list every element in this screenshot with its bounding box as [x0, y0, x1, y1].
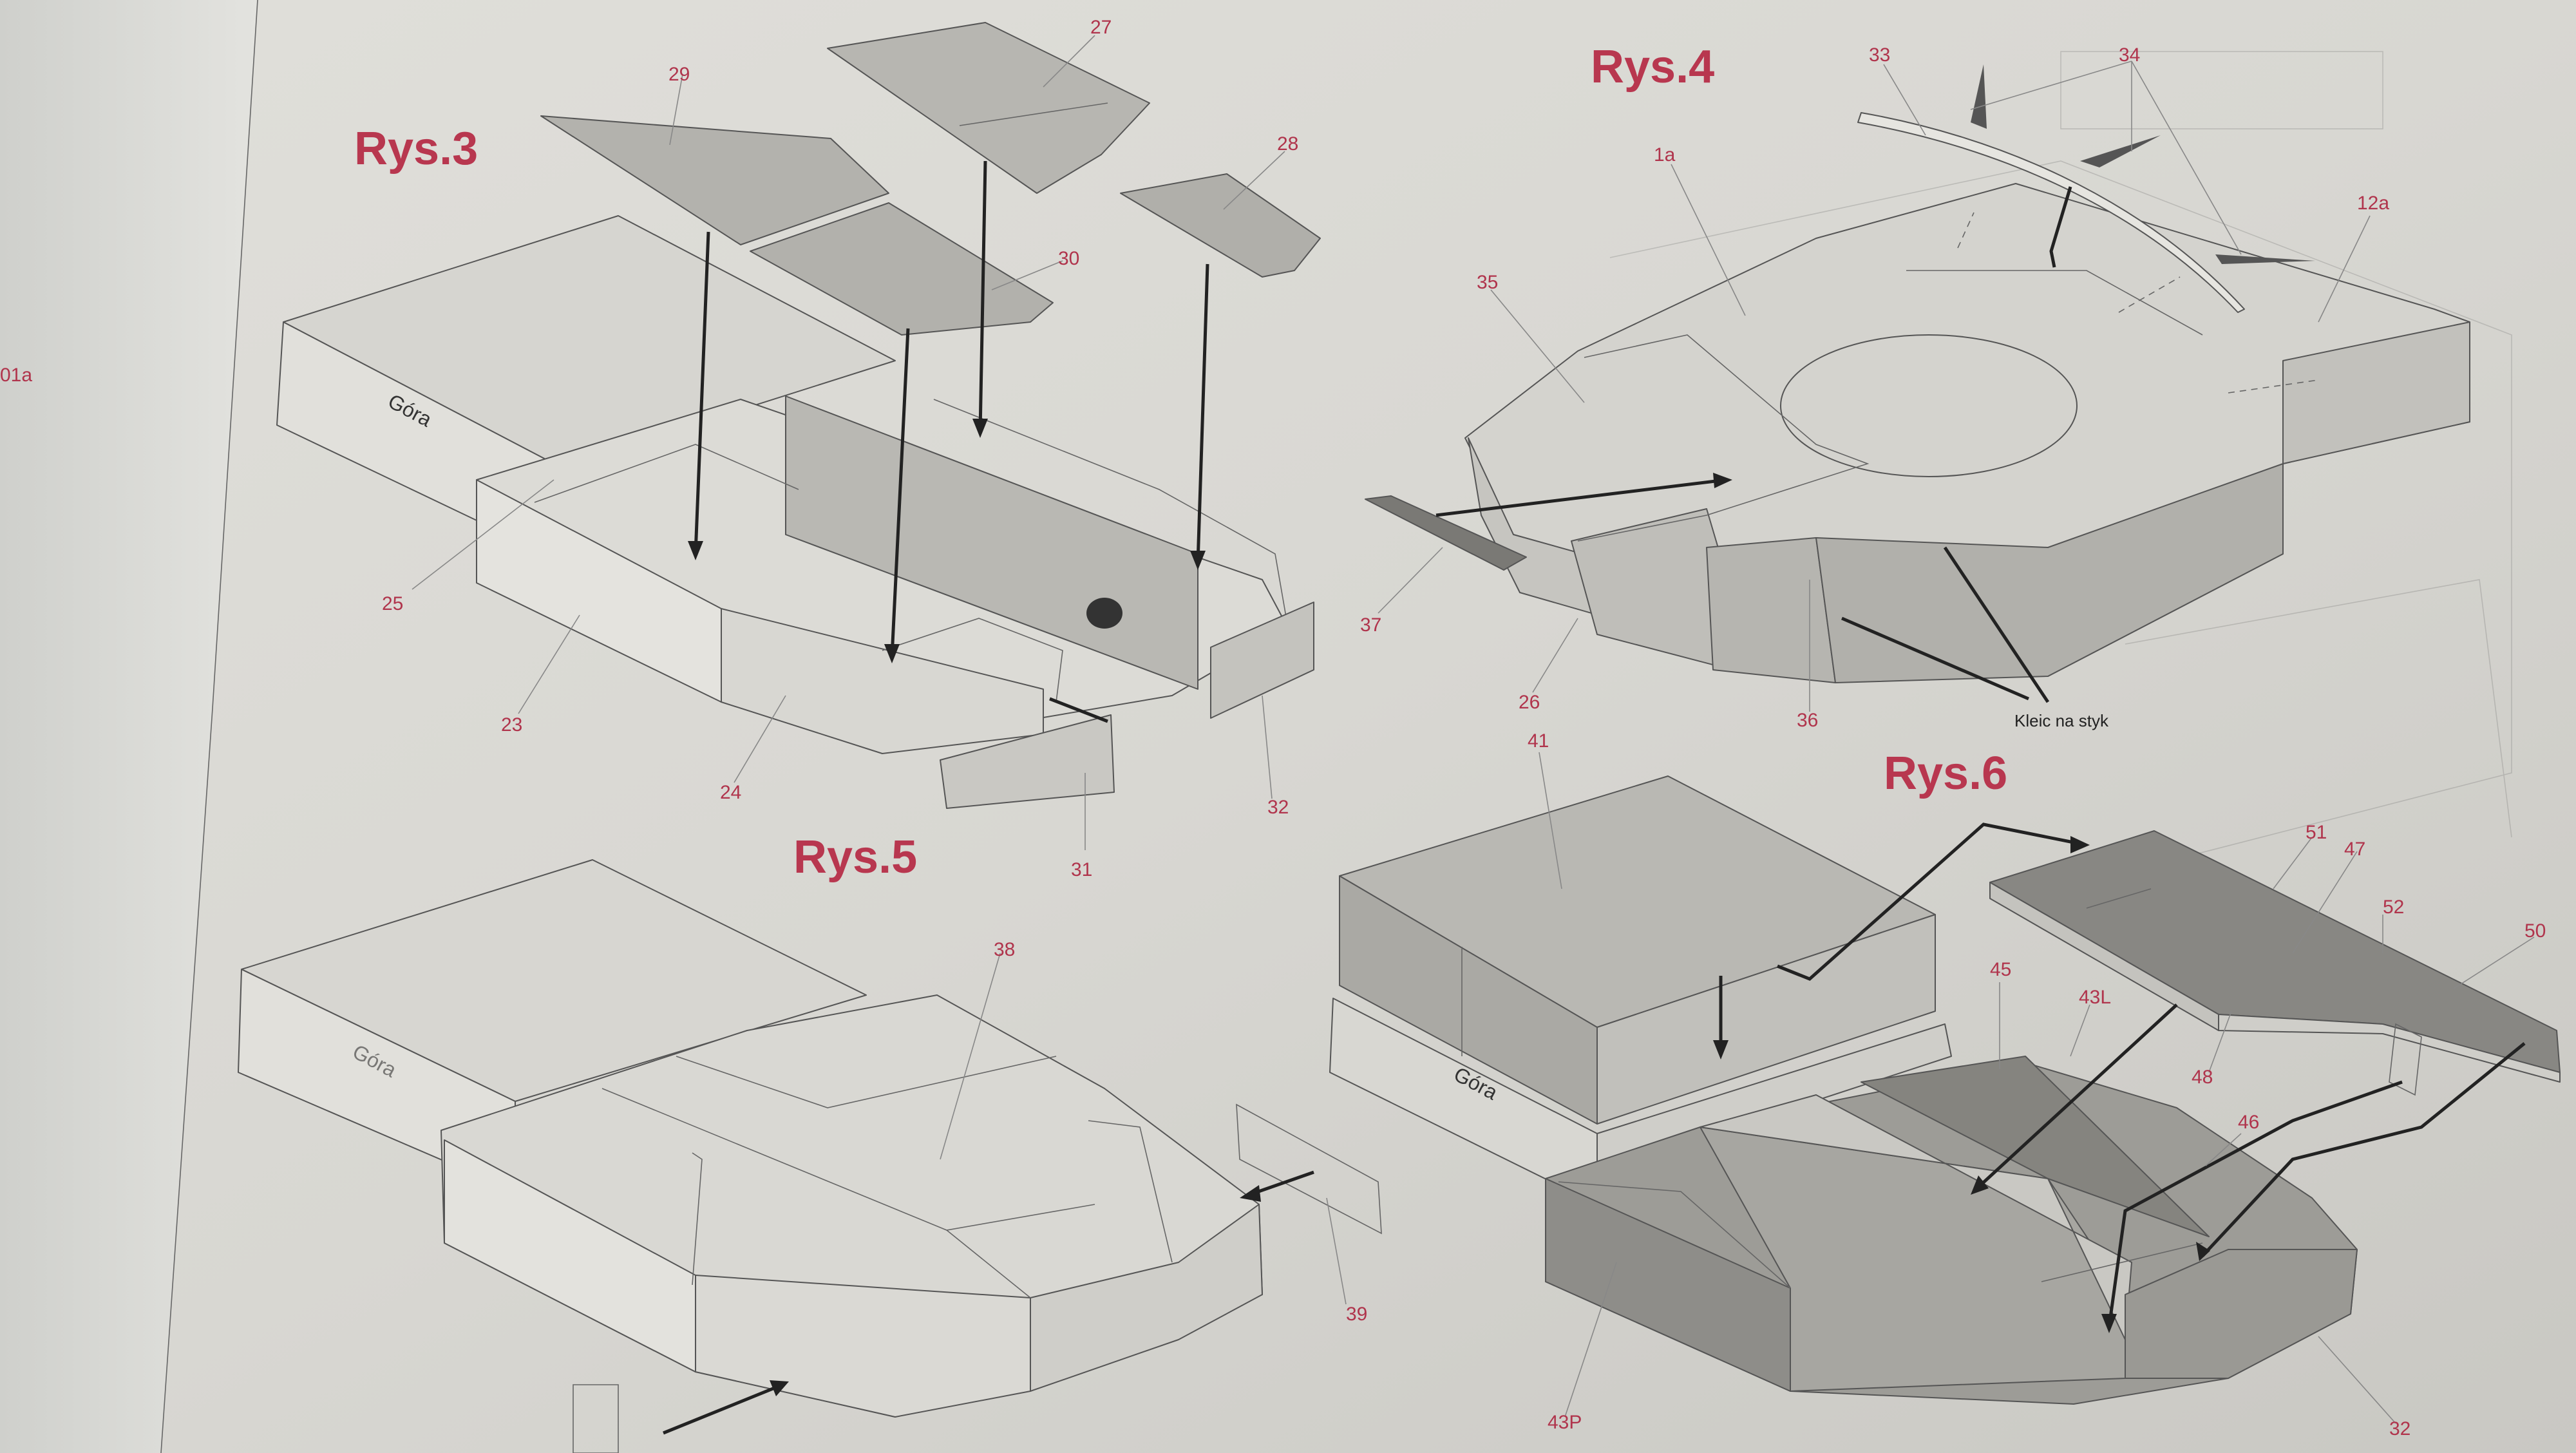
rys3-inner-edge	[534, 444, 799, 503]
rys4-tab-arrow	[2049, 186, 2072, 268]
part-36-face	[1706, 537, 1836, 683]
part-39-piece	[1236, 1103, 1382, 1235]
part-24-wall	[721, 608, 1044, 754]
part-45-face	[1861, 1056, 2210, 1237]
part-label-31: 31	[1071, 859, 1092, 880]
rys4-leader-lines	[1378, 61, 2371, 712]
part-label-30: 30	[1058, 248, 1079, 269]
part-12a-side	[2282, 321, 2470, 464]
part-label-48: 48	[2192, 1067, 2213, 1088]
part-label-39: 39	[1346, 1304, 1367, 1325]
rys6-hull-rear	[2125, 1249, 2358, 1379]
rys4-fold-lines	[1577, 334, 1870, 542]
figure-rys3: Rys.3 Góra	[276, 17, 1321, 880]
rys4-glue-arrow-1	[1943, 546, 2050, 703]
rys6-hull-edge-2	[2041, 1242, 2203, 1282]
rys5-deck-line-3	[946, 1230, 1031, 1298]
part-27-crease	[959, 102, 1108, 126]
rys5-arrow-39	[1249, 1170, 1314, 1197]
part-label-43P: 43P	[1548, 1412, 1582, 1433]
rys5-leader-38	[940, 953, 1001, 1160]
rys3-inner-edge-3	[933, 399, 1289, 629]
rys4-dashed-3	[2228, 379, 2319, 394]
part-label-32: 32	[1267, 797, 1289, 818]
part-34-tab-3	[2215, 254, 2315, 264]
part-label-43L: 43L	[2079, 987, 2111, 1008]
part-41-front	[1596, 914, 1936, 1125]
part-label-51: 51	[2306, 822, 2327, 843]
rys6-arrows	[1713, 822, 2526, 1333]
part-label-35: 35	[1477, 272, 1498, 293]
figure-rys5: Rys.5 Góra 38 39	[238, 831, 1382, 1453]
part-label-46: 46	[2238, 1112, 2259, 1133]
part-32-piece	[1210, 602, 1314, 719]
part-33-strip	[1857, 112, 2245, 313]
rys6-leader-lines	[1539, 752, 2535, 1424]
rys5-leader-39	[1326, 1197, 1347, 1305]
part-30-plate	[750, 202, 1054, 336]
part-50-strip	[2389, 1023, 2422, 1096]
part-label-36: 36	[1797, 710, 1818, 731]
part-label-47: 47	[2344, 839, 2365, 860]
part-34-tab-1	[1971, 64, 1987, 129]
part-label-41: 41	[1528, 730, 1549, 752]
part-label-12a: 12a	[2357, 193, 2389, 214]
rys3-inner-edge-2	[882, 618, 1063, 703]
rys4-surface-edge	[1906, 270, 2203, 336]
rys4-turret-ring	[1780, 334, 2078, 477]
part-label-37: 37	[1360, 614, 1381, 636]
part-label-1a: 1a	[1654, 144, 1676, 166]
part-label-24: 24	[720, 782, 741, 803]
part-label-32-rys6: 32	[2389, 1418, 2410, 1439]
rys3-hole	[1086, 598, 1122, 629]
rys4-dashed-2	[2118, 276, 2181, 313]
figure-title-rys6: Rys.6	[1884, 748, 2007, 799]
rys5-deck-line-5	[692, 1152, 703, 1286]
rys3-leader-lines	[412, 35, 1285, 850]
part-34-tab-2	[2080, 135, 2161, 167]
part-28-plate	[1120, 173, 1321, 278]
rys5-hull-rear	[1030, 1204, 1263, 1392]
part-label-27: 27	[1090, 17, 1112, 38]
figure-rys4: Rys.4	[1360, 41, 2470, 731]
figure-title-rys3: Rys.3	[354, 123, 478, 175]
rys5-deck-line-4	[1088, 1120, 1173, 1263]
rys5-arrow-lower-head	[770, 1380, 789, 1396]
part-label-50: 50	[2524, 920, 2546, 942]
part-label-34: 34	[2119, 44, 2140, 66]
part-label-52: 52	[2383, 897, 2404, 918]
part-label-28: 28	[1277, 133, 1298, 155]
rys6-hull-edge	[1558, 1181, 1791, 1289]
rys4-arrow-37-head	[1713, 473, 1732, 488]
rys5-lower-piece	[573, 1384, 619, 1453]
part-48-edge	[2218, 1014, 2561, 1083]
part-27-plate	[827, 22, 1150, 194]
part-label-38: 38	[994, 939, 1015, 960]
part-label-26: 26	[1519, 692, 1540, 713]
figure-rys6: Rys.6 Góra	[1329, 730, 2561, 1439]
part-label-45: 45	[1990, 959, 2011, 980]
part-label-29: 29	[668, 64, 690, 85]
figure-title-rys5: Rys.5	[793, 831, 917, 883]
rys5-arrow-lower	[663, 1383, 783, 1435]
part-label-25: 25	[382, 593, 403, 614]
part-29-plate	[540, 115, 889, 245]
left-page	[0, 0, 258, 1453]
rys4-glue-note: Kleic na styk	[2014, 711, 2109, 730]
left-page-edge-text: 01a	[0, 365, 32, 386]
rys3-arrows	[688, 160, 1209, 723]
part-label-33: 33	[1869, 44, 1890, 66]
rys5-deck-line-2	[676, 1056, 1057, 1108]
rys4-glue-arrow-2	[1841, 616, 2029, 701]
figure-title-rys4: Rys.4	[1591, 41, 1714, 93]
rys4-arrow-37	[1435, 478, 1727, 517]
part-37-piece	[1365, 495, 1527, 571]
page-gutter	[160, 0, 258, 1453]
rys5-arrow-39-head	[1240, 1185, 1261, 1202]
part-label-23: 23	[501, 714, 522, 736]
part-31-piece	[940, 714, 1115, 809]
part-47-crease	[2086, 888, 2152, 909]
